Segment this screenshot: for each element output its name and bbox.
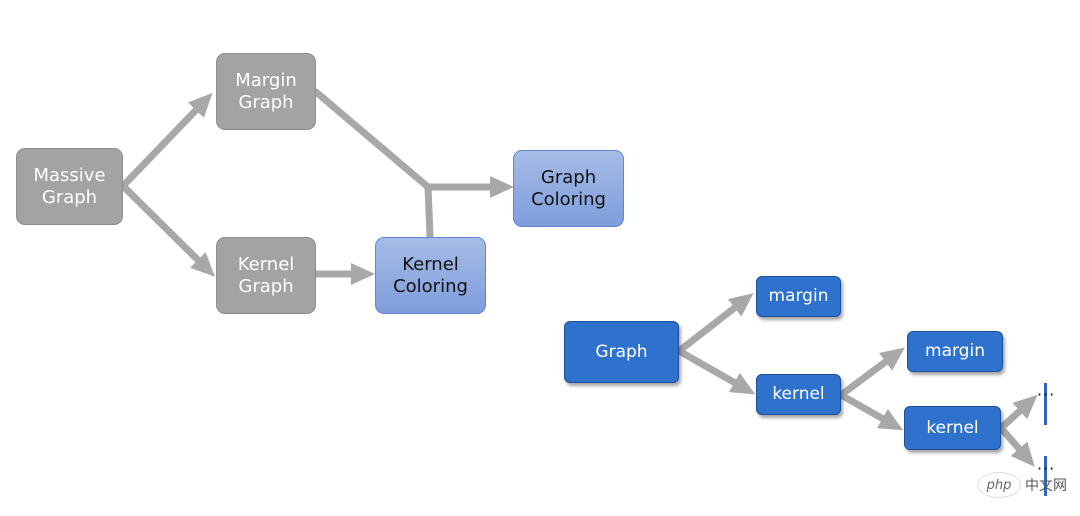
php-logo-icon: php (977, 472, 1021, 498)
graph-coloring-node: Graph Coloring (513, 150, 624, 227)
watermark-logo-text: php (986, 477, 1012, 493)
line-margin-graph-to-merge (312, 88, 432, 191)
graph-coloring-label: Graph Coloring (531, 166, 606, 210)
arrow-graph-to-margin (675, 293, 754, 355)
kernel-coloring-label: Kernel Coloring (393, 253, 468, 297)
line-kernel-coloring-to-merge (424, 183, 434, 240)
kernel-node-level-2: kernel (904, 406, 1001, 450)
massive-graph-node: Massive Graph (16, 148, 123, 225)
continuation-bar-2 (1044, 456, 1047, 496)
continuation-dots-1: ··· (1037, 385, 1056, 404)
massive-graph-label: Massive Graph (33, 164, 106, 208)
arrow-graph-to-kernel (675, 347, 756, 395)
watermark-text: 中文网 (1025, 478, 1067, 494)
graph-node: Graph (564, 321, 679, 383)
graph-label: Graph (595, 341, 648, 362)
arrow-kernel-to-kernel (837, 391, 904, 431)
kernel-label-level-2: kernel (926, 417, 979, 438)
continuation-bar-1 (1044, 383, 1047, 425)
arrow-kernel-to-margin (837, 347, 905, 399)
margin-graph-label: Margin Graph (235, 69, 297, 113)
margin-label-level-2: margin (925, 341, 985, 362)
kernel-label-level-1: kernel (772, 384, 825, 405)
margin-label-level-1: margin (768, 286, 829, 307)
kernel-coloring-node: Kernel Coloring (375, 237, 486, 314)
watermark: php 中文网 (977, 472, 1073, 498)
kernel-graph-label: Kernel Graph (237, 253, 295, 297)
margin-graph-node: Margin Graph (216, 53, 316, 130)
kernel-node-level-1: kernel (756, 374, 841, 415)
arrow-kernel-to-continuation-2 (997, 424, 1035, 467)
kernel-graph-node: Kernel Graph (216, 237, 316, 314)
arrow-kernel-to-continuation-1 (997, 394, 1038, 432)
continuation-dots-2: ··· (1037, 459, 1056, 478)
margin-node-level-1: margin (756, 276, 841, 317)
margin-node-level-2: margin (907, 331, 1003, 372)
arrow-massive-to-margin (119, 92, 213, 190)
arrow-massive-to-kernel (119, 182, 215, 277)
